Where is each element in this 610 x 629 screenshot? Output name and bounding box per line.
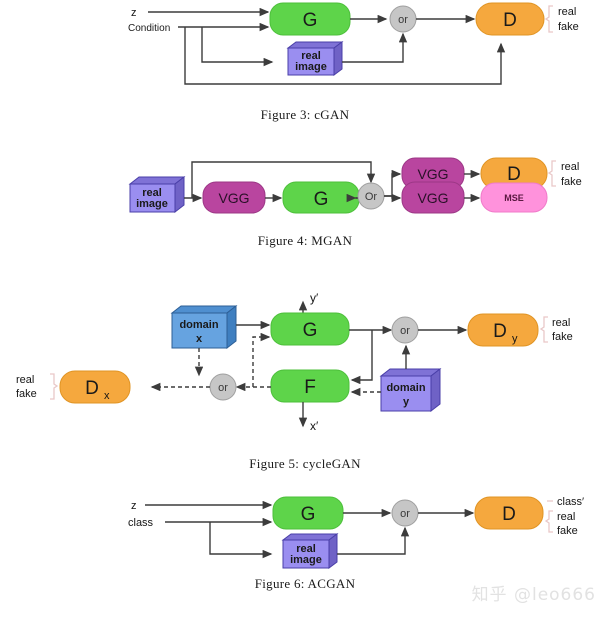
or-node: Or [357, 182, 385, 210]
generator-f-node: F [270, 369, 350, 403]
output-class-label: class′ [557, 496, 584, 508]
edge-realimage-to-or [342, 32, 408, 63]
or-left-label: or [218, 382, 228, 394]
vgg-bottom-node: VGG [401, 181, 465, 214]
generator-node: G [282, 181, 360, 214]
real-image-line2: image [136, 198, 168, 210]
figure-caption: Figure 6: ACGAN [254, 576, 356, 591]
figure-acgan: z class G real image or [0, 490, 610, 629]
x-prime-label: x′ [310, 419, 319, 433]
discriminator-node: D [480, 157, 548, 190]
edge-skip-to-or [191, 161, 376, 198]
condition-label: Condition [128, 23, 170, 34]
output-brace [544, 5, 553, 33]
figure-cgan: z Condition G real image or [0, 0, 610, 130]
discriminator-x-label: D [85, 378, 99, 399]
discriminator-x-subscript: x [104, 390, 110, 402]
real-image-node: real image [281, 533, 339, 569]
domain-x-node: domain x [170, 304, 238, 350]
output-brace [547, 160, 556, 187]
domain-y-node: domain y [379, 367, 442, 413]
or-label: or [400, 508, 410, 520]
discriminator-x-node: D x [59, 370, 131, 404]
output-real-label: real [561, 161, 579, 173]
discriminator-node: D [475, 2, 545, 36]
output-real-label: real [552, 317, 570, 329]
output-brace-left [50, 373, 59, 400]
output-fake-label: fake [558, 21, 579, 33]
discriminator-node: D [474, 496, 544, 530]
vgg-bottom-label: VGG [417, 190, 448, 206]
edge-or-to-vgg-top [384, 169, 402, 197]
y-prime-label: y′ [310, 291, 319, 305]
or-right-node: or [391, 316, 419, 344]
generator-node: G [269, 2, 351, 36]
output-fake-label: fake [557, 525, 578, 537]
discriminator-y-subscript: y [512, 333, 518, 345]
real-image-node: real image [128, 175, 186, 214]
discriminator-y-node: D y [467, 313, 539, 347]
output-real-label: real [16, 374, 34, 386]
mse-label: MSE [504, 193, 524, 203]
generator-f-label: F [304, 377, 316, 398]
domain-y-line1: domain [386, 382, 425, 394]
discriminator-label: D [507, 164, 521, 185]
watermark: 知乎 @leo666 [471, 585, 596, 605]
generator-label: G [301, 504, 316, 525]
figure-caption: Figure 4: MGAN [257, 233, 353, 248]
or-left-node: or [209, 373, 237, 401]
figure-cyclegan: y′ domain x G or D y [0, 280, 610, 480]
generator-label: G [303, 10, 318, 31]
real-image-line1: real [296, 543, 316, 555]
vgg-encoder-label: VGG [218, 190, 249, 206]
edge-f-to-g-cycle [252, 332, 271, 387]
output-brace-right [539, 316, 548, 343]
generator-node: G [272, 496, 344, 530]
domain-x-line1: domain [179, 319, 218, 331]
noise-label: z [131, 500, 137, 512]
discriminator-y-label: D [493, 321, 507, 342]
edge-g-to-f [350, 330, 373, 385]
output-fake-label: fake [552, 331, 573, 343]
vgg-top-node: VGG [401, 157, 465, 190]
generator-label: G [314, 189, 329, 210]
mse-node: MSE [480, 182, 548, 213]
domain-x-line2: x [196, 333, 203, 345]
output-fake-label: fake [16, 388, 37, 400]
or-label: Or [365, 191, 378, 203]
discriminator-label: D [502, 504, 516, 525]
real-image-node: real image [286, 41, 344, 76]
generator-g-node: G [270, 312, 350, 346]
real-image-line2: image [295, 61, 327, 73]
edge-class-to-realimage [209, 522, 273, 559]
output-real-label: real [558, 6, 576, 18]
figure-mgan: real image VGG G Or [0, 130, 610, 260]
discriminator-label: D [503, 10, 517, 31]
output-fake-label: fake [561, 176, 582, 188]
vgg-top-label: VGG [417, 166, 448, 182]
edge-condition-to-d [184, 27, 506, 85]
or-label: or [398, 14, 408, 26]
class-label: class [128, 517, 154, 529]
real-image-line1: real [142, 187, 162, 199]
output-real-label: real [557, 511, 575, 523]
real-image-line1: real [301, 50, 321, 62]
edge-realimage-to-or [337, 526, 410, 555]
figure-caption: Figure 5: cycleGAN [249, 456, 361, 471]
edge-condition-to-realimage [201, 27, 274, 67]
real-image-line2: image [290, 554, 322, 566]
output-brace [544, 510, 553, 533]
vgg-encoder-node: VGG [202, 181, 266, 214]
or-node: or [389, 5, 417, 33]
or-node: or [391, 499, 419, 527]
or-right-label: or [400, 325, 410, 337]
figure-caption: Figure 3: cGAN [260, 107, 350, 122]
noise-label: z [131, 7, 137, 19]
edge-or-to-vgg-bottom [384, 193, 402, 203]
generator-g-label: G [303, 320, 318, 341]
domain-y-line2: y [403, 396, 410, 408]
